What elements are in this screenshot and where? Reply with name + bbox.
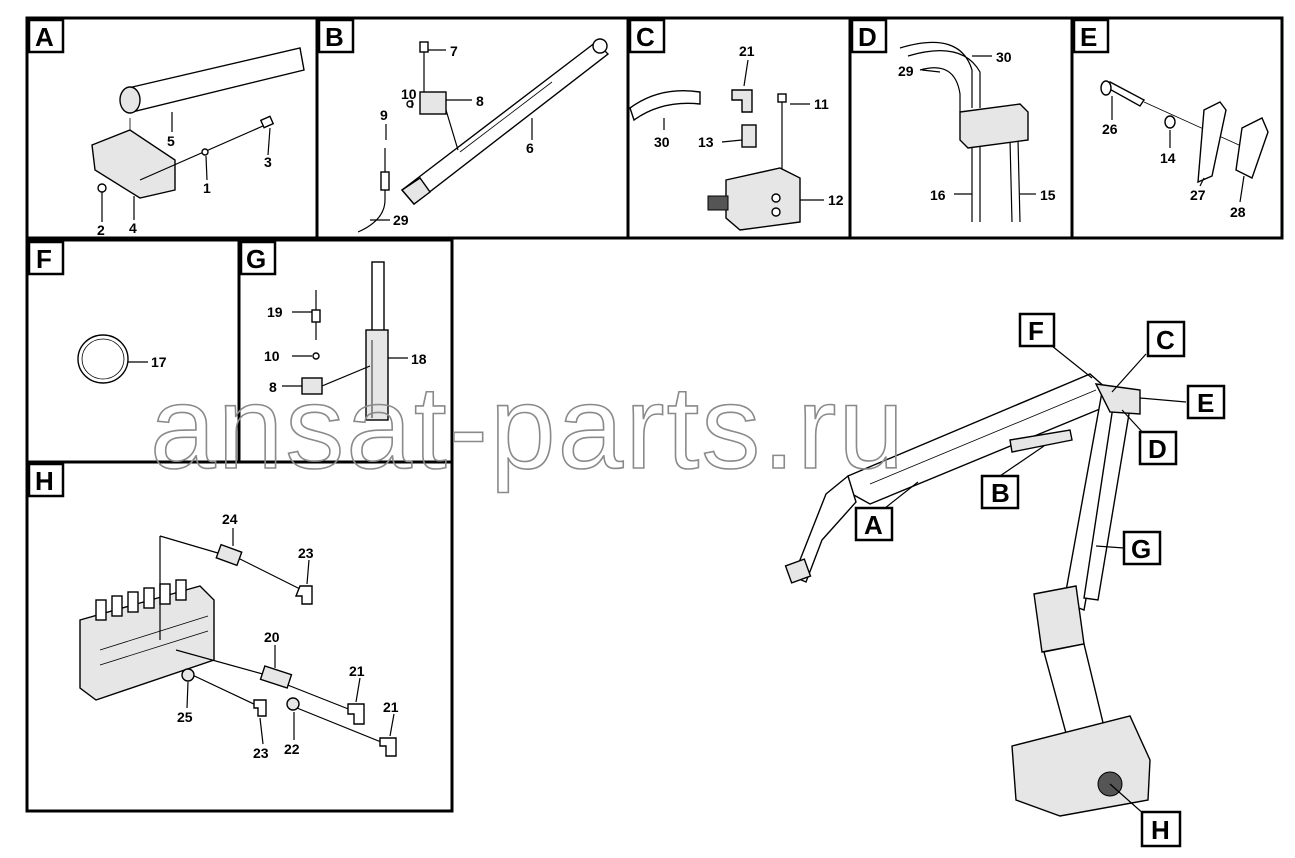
callout-3: 3: [264, 154, 272, 170]
overview-label-f: F: [1028, 316, 1044, 346]
callout-10-g: 10: [264, 348, 280, 364]
callout-19: 19: [267, 304, 283, 320]
overview-label-b: B: [991, 478, 1010, 508]
callout-9: 9: [380, 107, 388, 123]
callout-23-bottom: 23: [253, 745, 269, 761]
panel-f-letter: F: [36, 244, 52, 274]
callout-30: 30: [654, 134, 670, 150]
panel-e: E 26 14 27 28: [1070, 16, 1284, 240]
overview-label-a: A: [864, 510, 883, 540]
panel-g-letter: G: [246, 244, 266, 274]
callout-21-h2: 21: [383, 699, 399, 715]
callout-10: 10: [401, 86, 417, 102]
callout-27: 27: [1190, 187, 1206, 203]
panel-g: G 19 10 8 18: [237, 238, 454, 464]
panel-f: F 17: [25, 238, 241, 464]
callout-16: 16: [930, 187, 946, 203]
callout-29-d: 29: [898, 63, 914, 79]
callout-29: 29: [393, 212, 409, 228]
callout-24: 24: [222, 511, 238, 527]
panel-e-letter: E: [1080, 22, 1097, 52]
callout-12: 12: [828, 192, 844, 208]
overview-label-e: E: [1197, 388, 1214, 418]
overview-label-g: G: [1131, 534, 1151, 564]
callout-8: 8: [476, 93, 484, 109]
callout-8-g: 8: [269, 379, 277, 395]
panel-b-letter: B: [325, 22, 344, 52]
callout-21-h1: 21: [349, 663, 365, 679]
callout-1: 1: [203, 180, 211, 196]
callout-18: 18: [411, 351, 427, 367]
callout-11: 11: [814, 96, 829, 112]
callout-25: 25: [177, 709, 193, 725]
callout-4: 4: [129, 220, 137, 236]
callout-5: 5: [167, 133, 175, 149]
panel-d: D 30 29 16 15: [848, 16, 1074, 240]
panel-b: B 7 8 10 9 6 29: [315, 16, 630, 240]
panel-a-letter: A: [35, 22, 54, 52]
overview-label-c: C: [1156, 325, 1175, 355]
panel-h: H: [25, 460, 454, 813]
callout-26: 26: [1102, 121, 1118, 137]
callout-15: 15: [1040, 187, 1056, 203]
callout-21: 21: [739, 43, 755, 59]
panel-d-letter: D: [858, 22, 877, 52]
overview-label-h: H: [1151, 815, 1170, 845]
callout-7: 7: [450, 43, 458, 59]
watermark: ansat-parts.ru: [150, 362, 906, 494]
panel-c: C 21 11 13 30 12: [626, 16, 852, 240]
callout-28: 28: [1230, 204, 1246, 220]
panel-c-letter: C: [636, 22, 655, 52]
overview-boom: [784, 345, 1187, 817]
panel-a: A 5 3 1 2 4: [25, 16, 319, 240]
callout-17: 17: [151, 354, 167, 370]
callout-6: 6: [526, 140, 534, 156]
callout-20: 20: [264, 629, 280, 645]
overview-label-d: D: [1148, 434, 1167, 464]
callout-22: 22: [284, 741, 300, 757]
callout-30-d: 30: [996, 49, 1012, 65]
callout-14: 14: [1160, 150, 1176, 166]
callout-2: 2: [97, 222, 105, 238]
overview-labels: F C E D B A G H: [854, 312, 1226, 848]
panel-h-letter: H: [35, 466, 54, 496]
callout-23-top: 23: [298, 545, 314, 561]
callout-13: 13: [698, 134, 714, 150]
